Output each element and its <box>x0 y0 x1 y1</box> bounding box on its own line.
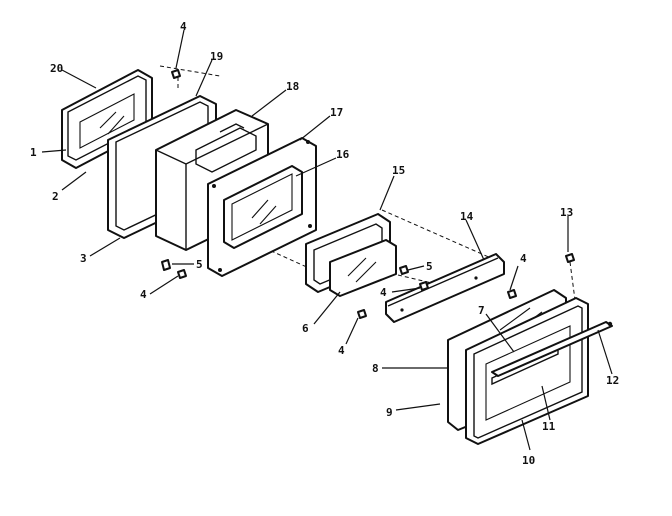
screws <box>161 69 575 319</box>
callout-4-bottom: 4 <box>338 344 345 357</box>
callout-4-left: 4 <box>140 288 147 301</box>
callout-8: 8 <box>372 362 379 375</box>
callout-16: 16 <box>336 148 350 161</box>
callout-15: 15 <box>392 164 405 177</box>
callout-14: 14 <box>460 210 474 223</box>
callout-13: 13 <box>560 206 573 219</box>
callout-9: 9 <box>386 406 393 419</box>
callout-5-right: 5 <box>426 260 433 273</box>
callout-4-top: 4 <box>180 20 187 33</box>
callout-11: 11 <box>542 420 556 433</box>
part-16-inner-glass <box>223 165 303 249</box>
callout-6: 6 <box>302 322 309 335</box>
part-10-door-frame <box>465 297 589 445</box>
callout-4-right: 4 <box>520 252 527 265</box>
part-12-handle-rod <box>491 321 613 377</box>
callout-1: 1 <box>30 146 37 159</box>
callout-2: 2 <box>52 190 59 203</box>
callout-4-mid: 4 <box>380 286 387 299</box>
callout-5-left: 5 <box>196 258 203 271</box>
callout-labels: 20 19 18 17 16 15 14 13 12 11 10 9 8 7 6… <box>30 20 619 467</box>
callout-7: 7 <box>478 304 485 317</box>
callout-18: 18 <box>286 80 299 93</box>
part-14-bracket <box>385 253 505 323</box>
callout-17: 17 <box>330 106 343 119</box>
callout-10: 10 <box>522 454 535 467</box>
part-6-glass-pane <box>329 239 397 297</box>
leader-lines <box>41 29 613 451</box>
callout-19: 19 <box>210 50 223 63</box>
callout-12: 12 <box>606 374 619 387</box>
callout-3: 3 <box>80 252 87 265</box>
callout-20: 20 <box>50 62 63 75</box>
